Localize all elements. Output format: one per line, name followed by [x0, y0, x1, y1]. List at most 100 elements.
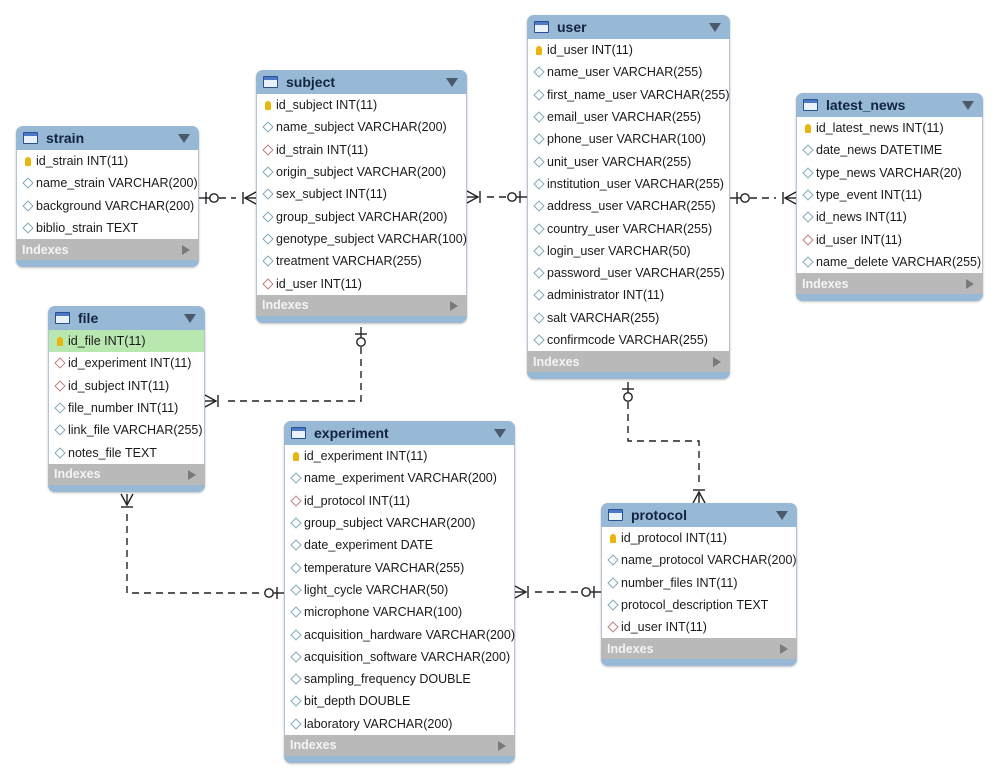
column-row[interactable]: name_delete VARCHAR(255): [797, 251, 982, 273]
column-row[interactable]: sex_subject INT(11): [257, 183, 466, 205]
expand-arrow-icon[interactable]: [450, 300, 458, 311]
column-row[interactable]: acquisition_hardware VARCHAR(200): [285, 623, 515, 645]
column-type: TEXT: [125, 445, 157, 460]
column-type: VARCHAR(255): [332, 254, 422, 269]
expand-arrow-icon[interactable]: [498, 740, 506, 751]
column-row[interactable]: id_subject INT(11): [49, 375, 204, 397]
table-header[interactable]: file: [48, 306, 205, 330]
indexes-section[interactable]: Indexes: [796, 273, 983, 295]
column-row[interactable]: light_cycle VARCHAR(50): [285, 579, 514, 601]
column-row[interactable]: biblio_strain TEXT: [17, 217, 198, 239]
indexes-section[interactable]: Indexes: [284, 734, 515, 756]
table-header[interactable]: subject: [256, 70, 467, 94]
column-row[interactable]: id_file INT(11): [49, 330, 204, 353]
column-row[interactable]: notes_file TEXT: [49, 441, 204, 463]
column-row[interactable]: type_news VARCHAR(20): [797, 162, 982, 184]
indexes-section[interactable]: Indexes: [16, 239, 199, 261]
column-row[interactable]: background VARCHAR(200): [17, 195, 198, 217]
column-row[interactable]: number_files INT(11): [602, 572, 796, 594]
column-row[interactable]: acquisition_software VARCHAR(200): [285, 646, 514, 668]
column-row[interactable]: country_user VARCHAR(255): [528, 217, 729, 239]
column-row[interactable]: name_protocol VARCHAR(200): [602, 549, 797, 571]
collapse-arrow-icon[interactable]: [962, 101, 974, 110]
column-row[interactable]: id_experiment INT(11): [285, 445, 514, 467]
column-row[interactable]: id_user INT(11): [257, 272, 466, 294]
collapse-arrow-icon[interactable]: [184, 314, 196, 323]
column-row[interactable]: id_news INT(11): [797, 206, 982, 228]
table-header[interactable]: experiment: [284, 421, 515, 445]
column-row[interactable]: link_file VARCHAR(255): [49, 419, 204, 441]
column-type: DOUBLE: [358, 694, 411, 709]
column-row[interactable]: origin_subject VARCHAR(200): [257, 161, 466, 183]
collapse-arrow-icon[interactable]: [178, 134, 190, 143]
column-row[interactable]: date_experiment DATE: [285, 534, 514, 556]
expand-arrow-icon[interactable]: [780, 644, 788, 655]
column-row[interactable]: name_subject VARCHAR(200): [257, 116, 466, 138]
column-name: id_user: [276, 276, 317, 291]
table-header[interactable]: user: [527, 15, 730, 39]
column-row[interactable]: confirmcode VARCHAR(255): [528, 329, 729, 351]
indexes-section[interactable]: Indexes: [256, 294, 467, 316]
indexes-section[interactable]: Indexes: [601, 638, 797, 660]
column-row[interactable]: first_name_user VARCHAR(255): [528, 84, 729, 106]
column-row[interactable]: id_subject INT(11): [257, 94, 466, 116]
collapse-arrow-icon[interactable]: [494, 429, 506, 438]
column-row[interactable]: group_subject VARCHAR(200): [257, 205, 466, 227]
column-row[interactable]: name_user VARCHAR(255): [528, 61, 729, 83]
column-row[interactable]: type_event INT(11): [797, 184, 982, 206]
expand-arrow-icon[interactable]: [182, 245, 190, 256]
expand-arrow-icon[interactable]: [713, 357, 721, 368]
indexes-section[interactable]: Indexes: [48, 463, 205, 485]
column-row[interactable]: treatment VARCHAR(255): [257, 250, 466, 272]
column-row[interactable]: salt VARCHAR(255): [528, 307, 729, 329]
column-icon: [533, 89, 545, 101]
column-row[interactable]: email_user VARCHAR(255): [528, 106, 729, 128]
column-row[interactable]: group_subject VARCHAR(200): [285, 512, 514, 534]
collapse-arrow-icon[interactable]: [446, 78, 458, 87]
expand-arrow-icon[interactable]: [188, 469, 196, 480]
column-row[interactable]: laboratory VARCHAR(200): [285, 713, 514, 735]
column-row[interactable]: id_strain INT(11): [17, 150, 198, 172]
collapse-arrow-icon[interactable]: [709, 23, 721, 32]
column-row[interactable]: id_user INT(11): [797, 228, 982, 250]
column-row[interactable]: id_strain INT(11): [257, 139, 466, 161]
column-row[interactable]: file_number INT(11): [49, 397, 204, 419]
column-row[interactable]: date_news DATETIME: [797, 139, 982, 161]
column-row[interactable]: sampling_frequency DOUBLE: [285, 668, 514, 690]
column-row[interactable]: id_protocol INT(11): [602, 527, 796, 549]
column-row[interactable]: login_user VARCHAR(50): [528, 240, 729, 262]
column-row[interactable]: phone_user VARCHAR(100): [528, 128, 729, 150]
column-row[interactable]: password_user VARCHAR(255): [528, 262, 729, 284]
table-header[interactable]: strain: [16, 126, 199, 150]
column-row[interactable]: institution_user VARCHAR(255): [528, 173, 729, 195]
column-row[interactable]: genotype_subject VARCHAR(100): [257, 228, 467, 250]
column-row[interactable]: name_experiment VARCHAR(200): [285, 467, 514, 489]
column-row[interactable]: id_latest_news INT(11): [797, 117, 982, 139]
column-row[interactable]: id_experiment INT(11): [49, 352, 204, 374]
column-row[interactable]: administrator INT(11): [528, 284, 729, 306]
column-row[interactable]: protocol_description TEXT: [602, 594, 796, 616]
column-name: sampling_frequency: [304, 672, 416, 687]
column-row[interactable]: microphone VARCHAR(100): [285, 601, 514, 623]
column-row[interactable]: address_user VARCHAR(255): [528, 195, 729, 217]
column-row[interactable]: id_user INT(11): [528, 39, 729, 61]
column-icon: [290, 628, 302, 641]
column-row[interactable]: name_strain VARCHAR(200): [17, 172, 198, 194]
collapse-arrow-icon[interactable]: [776, 511, 788, 520]
column-row[interactable]: unit_user VARCHAR(255): [528, 150, 729, 172]
column-row[interactable]: id_user INT(11): [602, 616, 796, 638]
column-row[interactable]: bit_depth DOUBLE: [285, 690, 514, 712]
indexes-section[interactable]: Indexes: [527, 351, 730, 373]
column-row[interactable]: temperature VARCHAR(255): [285, 556, 514, 578]
column-row[interactable]: id_protocol INT(11): [285, 490, 514, 512]
table-header[interactable]: protocol: [601, 503, 797, 527]
expand-arrow-icon[interactable]: [966, 279, 974, 290]
table-header[interactable]: latest_news: [796, 93, 983, 117]
